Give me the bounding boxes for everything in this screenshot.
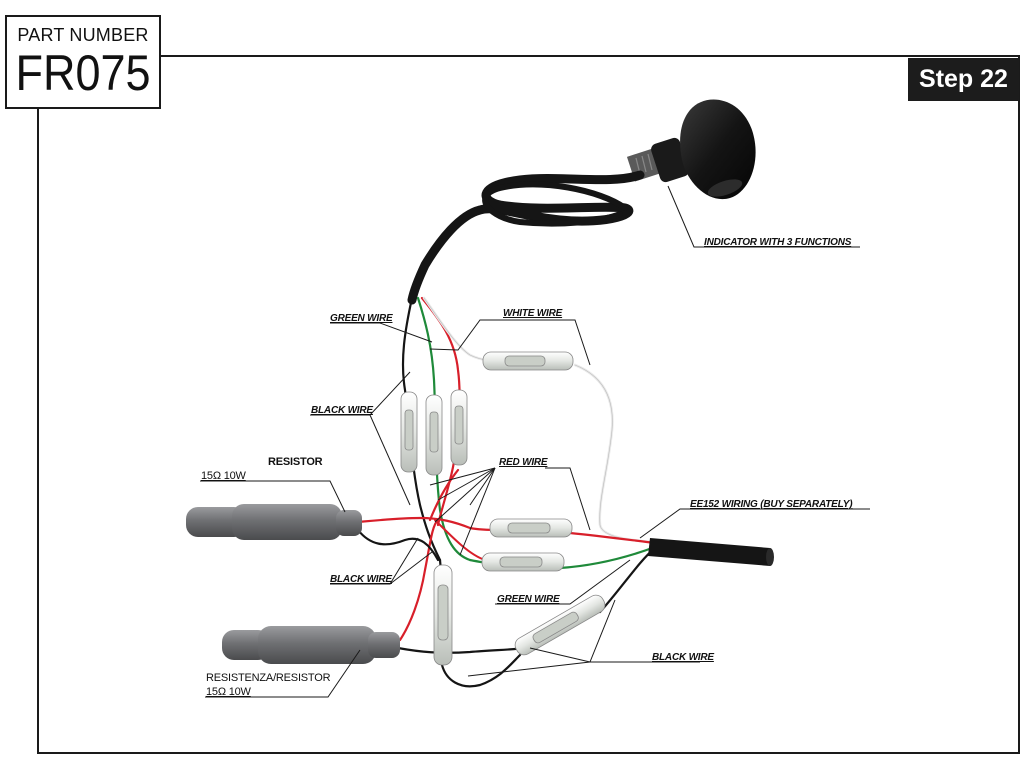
diagram-frame <box>37 55 1020 754</box>
label-white-wire: WHITE WIRE <box>503 308 563 319</box>
indicator-cable <box>407 170 645 305</box>
part-number-value: FR075 <box>15 45 151 101</box>
label-resistor-bottom: RESISTENZA/RESISTOR <box>206 672 331 684</box>
resistor-top <box>186 504 362 540</box>
connectors <box>400 351 606 666</box>
label-green-wire-top: GREEN WIRE <box>330 313 393 324</box>
label-black-wire-left: BLACK WIRE <box>311 405 373 416</box>
label-resistor-title: RESISTOR <box>268 456 323 468</box>
part-number-box: PART NUMBER FR075 <box>5 15 161 109</box>
part-number-label: PART NUMBER <box>17 25 149 45</box>
label-red-wire: RED WIRE <box>499 457 548 468</box>
resistor-bottom <box>222 626 400 664</box>
label-indicator: INDICATOR WITH 3 FUNCTIONS <box>704 237 852 248</box>
label-resistor-rating-bottom: 15Ω 10W <box>206 686 251 698</box>
label-resistor-rating-top: 15Ω 10W <box>201 470 246 482</box>
label-green-wire-bottom: GREEN WIRE <box>497 594 560 605</box>
label-black-wire-right: BLACK WIRE <box>652 652 714 663</box>
label-black-wire-mid: BLACK WIRE <box>330 574 392 585</box>
ee152-cable <box>648 538 774 566</box>
leader-lines <box>200 185 870 698</box>
step-badge: Step 22 <box>908 58 1019 101</box>
label-ee152: EE152 WIRING (BUY SEPARATELY) <box>690 499 853 510</box>
